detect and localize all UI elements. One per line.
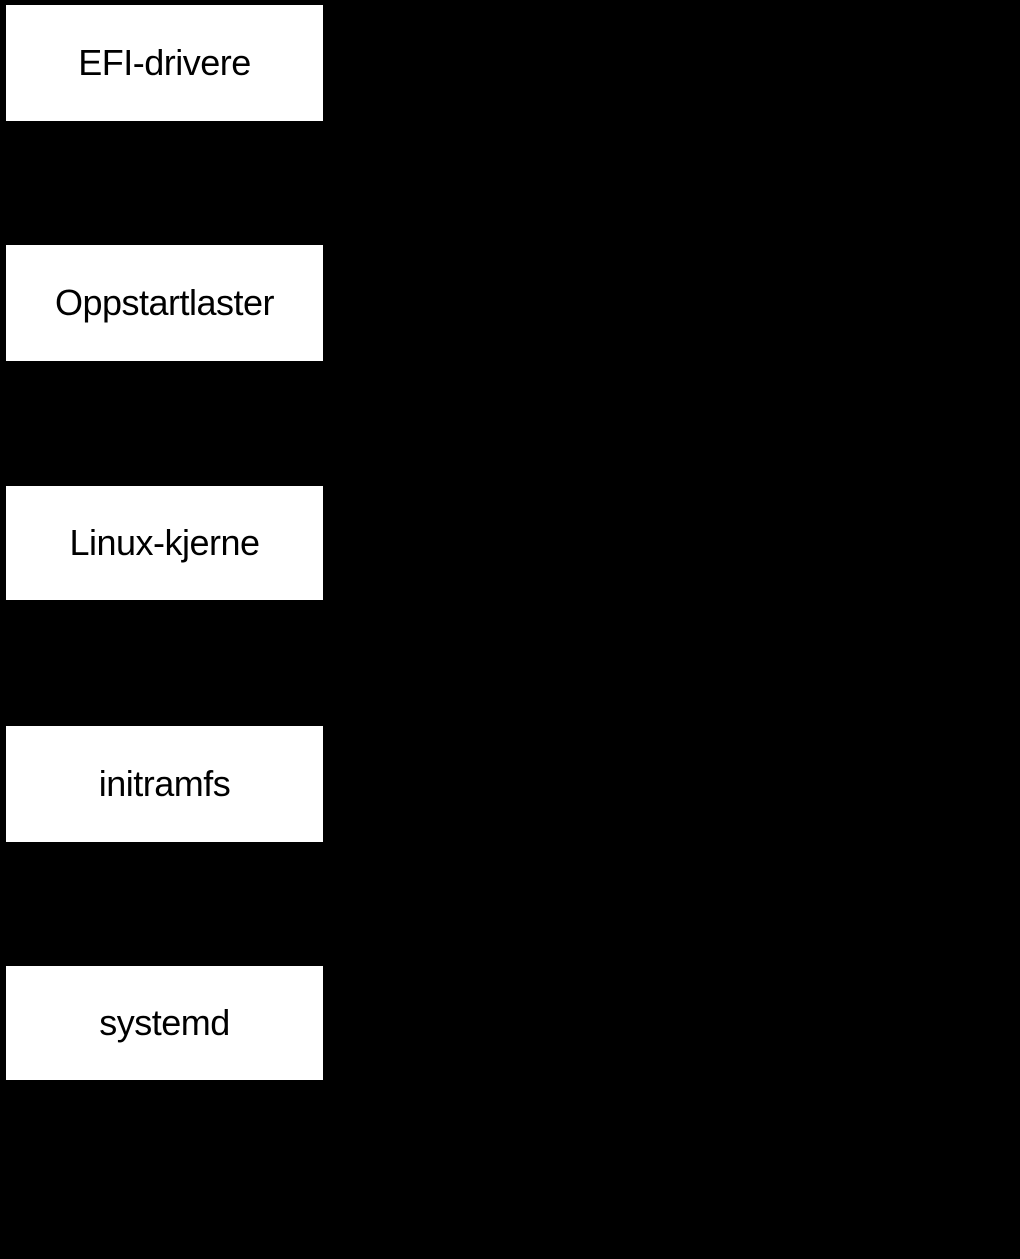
flow-node-label: EFI-drivere	[78, 42, 251, 83]
flow-node-efi-drivere: EFI-drivere	[6, 5, 323, 121]
flow-node-label: systemd	[99, 1002, 230, 1043]
flow-node-label: Linux-kjerne	[69, 522, 260, 563]
flow-node-initramfs: initramfs	[6, 726, 323, 842]
flow-node-systemd: systemd	[6, 966, 323, 1080]
flow-node-linux-kjerne: Linux-kjerne	[6, 486, 323, 600]
flow-node-label: initramfs	[98, 763, 231, 804]
flow-node-oppstartlaster: Oppstartlaster	[6, 245, 323, 361]
flow-node-label: Oppstartlaster	[54, 282, 275, 323]
